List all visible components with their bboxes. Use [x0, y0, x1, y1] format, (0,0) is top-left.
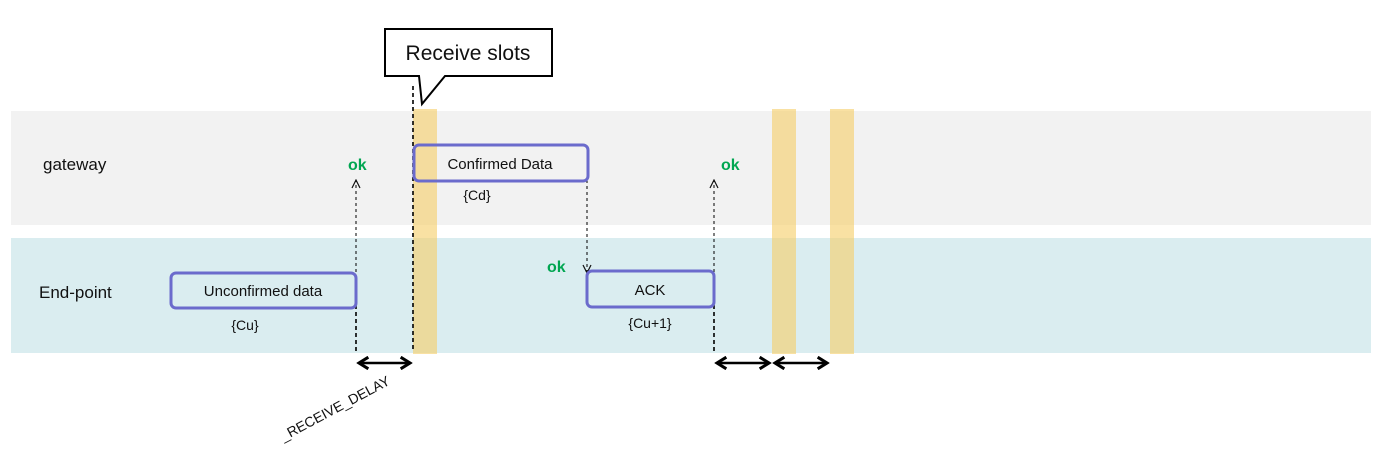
gateway-lane-label: gateway — [43, 155, 107, 174]
receive-slot-2 — [772, 109, 796, 354]
ack-label: ACK — [635, 282, 666, 299]
receive-slots-callout — [384, 28, 553, 107]
confirmed-data-counter: {Cd} — [463, 187, 491, 203]
unconfirmed-data-counter: {Cu} — [231, 317, 259, 333]
receive-slot-1 — [413, 109, 437, 354]
ack-counter: {Cu+1} — [628, 315, 672, 331]
endpoint-lane — [11, 238, 1371, 353]
confirmed-data-label: Confirmed Data — [447, 156, 553, 173]
receive-slot-3 — [830, 109, 854, 354]
ok-label-gateway-uplink: ok — [348, 157, 367, 174]
confirmed-data-box — [412, 143, 590, 183]
ok-label-gateway-ack: ok — [721, 157, 740, 174]
endpoint-lane-label: End-point — [39, 283, 112, 302]
receive-slots-callout-text: Receive slots — [406, 42, 531, 65]
receive-delay-label: _RECEIVE_DELAY — [276, 372, 393, 444]
unconfirmed-data-label: Unconfirmed data — [204, 283, 323, 300]
unconfirmed-data-box — [169, 271, 358, 310]
ack-box — [585, 269, 716, 309]
ok-label-endpoint-downlink: ok — [547, 259, 566, 276]
gateway-lane — [11, 111, 1371, 225]
